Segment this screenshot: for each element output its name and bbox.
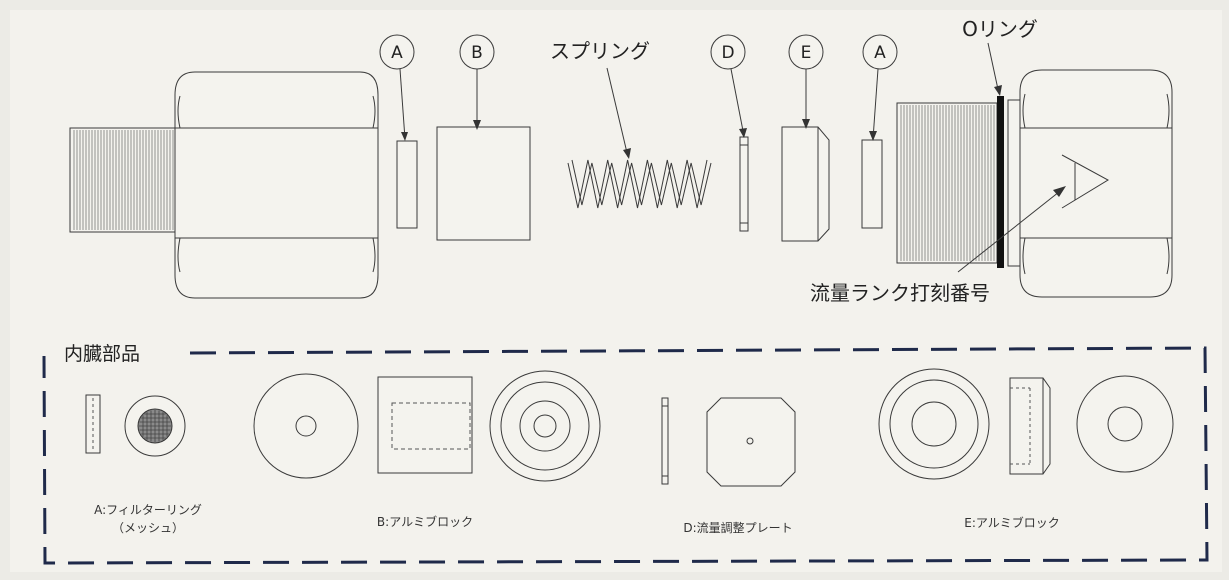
right-threaded-section <box>896 102 998 264</box>
caption-a-line1: A:フィルターリング <box>94 503 202 517</box>
ring-line <box>1107 406 1143 442</box>
left-hex-body <box>174 71 379 299</box>
callout-rank-number: 流量ランク打刻番号 <box>810 186 1066 305</box>
callout-circle-a-2 <box>862 34 898 70</box>
leader-arrowhead <box>401 132 408 141</box>
part-a-filter-ring <box>396 140 418 229</box>
callout-label-b: B <box>471 43 483 63</box>
caption-e: E:アルミブロック <box>964 515 1060 530</box>
right-thread-lines <box>900 105 995 261</box>
aluminum-block-b-back <box>489 370 601 482</box>
right-hex-body <box>1019 69 1173 298</box>
ring-line <box>519 400 571 452</box>
callout-b: B <box>459 34 495 130</box>
mesh-pattern <box>139 410 171 442</box>
part-a-filter-ring-2 <box>861 139 883 229</box>
left-thread-lines <box>73 130 174 230</box>
caption-a-line2: （メッシュ） <box>112 521 184 535</box>
left-fitting <box>69 71 379 299</box>
flow-plate-orifice <box>746 437 754 445</box>
leader-arrowhead <box>1053 186 1066 197</box>
callout-a2: A <box>862 34 898 141</box>
ring-line <box>889 379 979 469</box>
leader-arrowhead <box>869 131 877 141</box>
leader-arrowhead <box>473 120 481 130</box>
callout-label-e: E <box>801 43 812 63</box>
aluminum-block-e-back <box>1076 375 1174 473</box>
hidden-line <box>391 402 471 450</box>
callout-label-d: D <box>721 43 734 63</box>
callout-circle-d <box>710 34 746 70</box>
leader-arrowhead <box>623 148 631 159</box>
callout-a1: A <box>379 34 415 141</box>
flow-plate-side <box>661 397 669 485</box>
aluminum-block-b-side <box>377 376 473 474</box>
flow-arrow-mark <box>1061 154 1110 209</box>
leader-line-d <box>730 68 745 137</box>
leader-arrowhead <box>994 85 1002 96</box>
left-threaded-nipple <box>69 127 176 233</box>
part-b-aluminum-block <box>436 126 531 241</box>
section-title: 内臓部品 <box>64 343 140 365</box>
o-ring <box>997 96 1004 268</box>
leader-line-a-2 <box>872 68 879 140</box>
callout-circle-a <box>379 34 415 70</box>
callout-label-a-2: A <box>874 43 886 63</box>
aluminum-block-e-front <box>878 368 990 480</box>
callout-e: E <box>788 34 824 129</box>
caption-b: B:アルミブロック <box>377 514 473 529</box>
internal-parts-section: 内臓部品 A:フィルターリング （メッシュ） <box>42 343 1209 565</box>
callout-o-ring: Oリング <box>962 17 1038 96</box>
leader-line-o-ring <box>987 42 1000 95</box>
callout-spring: スプリング <box>550 39 650 159</box>
aluminum-block-b-hole <box>295 415 317 437</box>
leader-arrowhead <box>802 119 810 129</box>
leader-arrowhead <box>739 128 747 138</box>
callout-label-a: A <box>391 43 403 63</box>
ring-line <box>533 414 557 438</box>
rank-number-label: 流量ランク打刻番号 <box>810 281 990 305</box>
ring-line <box>911 401 957 447</box>
part-d-flow-plate <box>739 136 749 232</box>
part-e-aluminum-block <box>781 126 830 242</box>
callout-d: D <box>710 34 747 138</box>
leader-line-spring <box>606 67 629 158</box>
left-hex-chamfers <box>177 95 376 273</box>
spring-coil-inner <box>571 159 712 206</box>
leader-line-rank-number <box>957 187 1065 273</box>
leader-line-a <box>399 68 406 140</box>
right-fitting <box>896 69 1173 298</box>
o-ring-label: Oリング <box>962 17 1038 41</box>
right-hex-chamfers <box>1022 93 1170 275</box>
spring-label: スプリング <box>550 39 650 63</box>
right-collar <box>1007 99 1021 267</box>
spring-coil <box>567 159 708 209</box>
ring-line <box>500 381 590 471</box>
dashed-frame <box>42 346 1209 565</box>
caption-d: D:流量調整プレート <box>683 520 792 535</box>
